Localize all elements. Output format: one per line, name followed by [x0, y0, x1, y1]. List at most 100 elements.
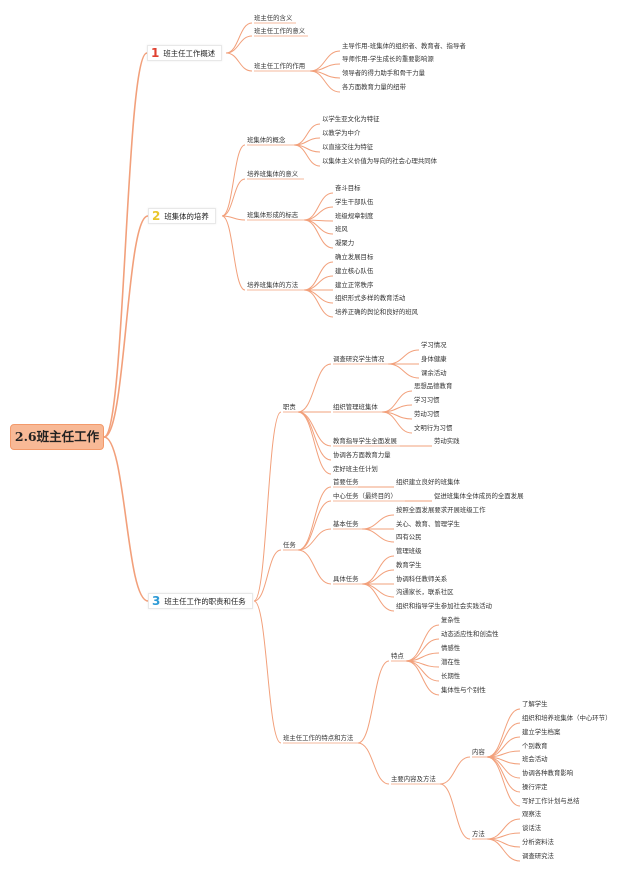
connector-line: [303, 289, 334, 318]
topic-node[interactable]: 长期性: [441, 672, 461, 680]
topic-node[interactable]: 四有公民: [396, 533, 422, 541]
topic-node[interactable]: 导师作用-学生成长的重要影响源: [342, 55, 434, 63]
topic-node[interactable]: 动态适应性和创造性: [441, 630, 499, 638]
topic-node[interactable]: 思想品德教育: [414, 382, 453, 390]
connector-line: [297, 411, 332, 447]
topic-node[interactable]: 调查研究学生情况: [333, 355, 385, 363]
topic-node[interactable]: 谈话法: [522, 824, 542, 832]
topic-node[interactable]: 建立核心队伍: [335, 267, 374, 275]
topic-node[interactable]: 建立正常秩序: [335, 281, 374, 289]
connector-line: [103, 436, 149, 602]
topic-node[interactable]: 学习情况: [421, 341, 447, 349]
topic-node[interactable]: 组织和培养班集体（中心环节）: [522, 714, 612, 722]
topic-node[interactable]: 文明行为习惯: [414, 424, 453, 432]
topic-node[interactable]: 组织和指导学生参加社会实践活动: [396, 602, 492, 610]
connector-line: [221, 215, 246, 221]
topic-node[interactable]: 课余活动: [421, 369, 447, 377]
connector-line: [405, 624, 440, 662]
topic-node[interactable]: 班主任工作的作用: [254, 62, 306, 70]
topic-node[interactable]: 建立学生档案: [522, 728, 561, 736]
topic-node[interactable]: 学习习惯: [414, 396, 440, 404]
connector-line: [103, 52, 148, 438]
topic-node[interactable]: 方法: [472, 830, 485, 838]
topic-node[interactable]: 潜在性: [441, 658, 461, 666]
connector-line: [293, 144, 321, 167]
topic-node[interactable]: 劳动实践: [434, 437, 460, 445]
topic-node[interactable]: 基本任务: [333, 520, 359, 528]
connector-line: [361, 555, 395, 585]
topic-node[interactable]: 关心、教育、管理学生: [396, 520, 460, 528]
topic-node[interactable]: 了解学生: [522, 700, 548, 708]
topic-node[interactable]: 主导作用-班集体的组织者、教育者、指导者: [342, 42, 466, 50]
topic-node[interactable]: 奋斗目标: [335, 184, 361, 192]
topic-node[interactable]: 培养正确的舆论和良好的班风: [335, 308, 419, 316]
connector-line: [303, 219, 334, 235]
topic-node[interactable]: 具体任务: [333, 575, 359, 583]
connector-line: [303, 219, 334, 249]
topic-node[interactable]: 各方面教育力量的纽带: [342, 83, 406, 91]
topic-node[interactable]: 班主任工作的特点和方法: [283, 734, 354, 742]
topic-node[interactable]: 管理班级: [396, 547, 422, 555]
topic-node[interactable]: 首要任务: [333, 478, 359, 486]
topic-node[interactable]: 班集体的概念: [247, 136, 286, 144]
connector-line: [357, 742, 390, 785]
topic-node[interactable]: 组织形式多样的教育活动: [335, 294, 406, 302]
topic-node[interactable]: 以学生亚文化为特征: [322, 115, 380, 123]
topic-node[interactable]: 班主任的含义: [254, 14, 293, 22]
connector-line: [297, 486, 332, 551]
topic-node[interactable]: 以教学为中介: [322, 129, 361, 137]
connector-line: [486, 708, 521, 758]
topic-node[interactable]: 教育指导学生全面发展: [333, 437, 397, 445]
connector-line: [303, 275, 334, 291]
topic-node[interactable]: 班主任工作的意义: [254, 27, 306, 35]
topic-node[interactable]: 促进班集体全体成员的全面发展: [434, 492, 524, 500]
topic-node[interactable]: 定好班主任计划: [333, 465, 378, 473]
topic-node[interactable]: 按照全面发展要求开展班级工作: [396, 506, 486, 514]
topic-node[interactable]: 以集体主义价值为导向的社会心理共同体: [322, 157, 438, 165]
topic-node[interactable]: 观察法: [522, 810, 542, 818]
topic-node[interactable]: 情感性: [441, 644, 461, 652]
topic-node[interactable]: 个别教育: [522, 742, 548, 750]
topic-node[interactable]: 协调各方面教育力量: [333, 451, 391, 459]
topic-node[interactable]: 职责: [283, 403, 296, 411]
topic-node[interactable]: 协调各种教育影响: [522, 769, 574, 777]
topic-node[interactable]: 复杂性: [441, 616, 461, 624]
topic-node[interactable]: 班级规章制度: [335, 212, 374, 220]
topic-node[interactable]: 班集体形成的标志: [247, 211, 299, 219]
topic-node[interactable]: 凝聚力: [335, 239, 355, 247]
topic-node[interactable]: 任务: [283, 541, 296, 549]
topic-node[interactable]: 操行评定: [522, 783, 548, 791]
topic-node[interactable]: 学生干部队伍: [335, 198, 374, 206]
topic-node[interactable]: 确立发展目标: [335, 253, 374, 261]
topic-node[interactable]: 培养班集体的方法: [247, 281, 299, 289]
topic-node[interactable]: 调查研究法: [522, 852, 554, 860]
branch-title: 班主任工作的职责和任务: [164, 597, 246, 606]
connector-line: [221, 178, 246, 217]
topic-node[interactable]: 特点: [391, 652, 404, 660]
topic-node[interactable]: 协调科任教师关系: [396, 575, 448, 583]
topic-node[interactable]: 沟通家长，联系社区: [396, 588, 454, 596]
topic-node[interactable]: 身体健康: [421, 355, 447, 363]
connector-line: [253, 549, 282, 602]
topic-node[interactable]: 班风: [335, 225, 348, 233]
connector-line: [486, 756, 521, 807]
topic-node[interactable]: 主要内容及方法: [391, 775, 436, 783]
topic-node[interactable]: 班会活动: [522, 755, 548, 763]
topic-node[interactable]: 教育学生: [396, 561, 422, 569]
topic-node[interactable]: 写好工作计划与总结: [522, 797, 580, 805]
topic-node[interactable]: 以直接交往为特征: [322, 143, 374, 151]
topic-node[interactable]: 集体性与个别性: [441, 686, 486, 694]
topic-node[interactable]: 组织管理班集体: [333, 403, 378, 411]
topic-node[interactable]: 领导者的得力助手和骨干力量: [342, 69, 426, 77]
topic-node[interactable]: 分析资料法: [522, 838, 554, 846]
topic-node[interactable]: 劳动习惯: [414, 410, 440, 418]
root-node[interactable]: 2.6班主任工作: [10, 424, 104, 450]
topic-node[interactable]: 组织建立良好的班集体: [396, 478, 460, 486]
topic-node[interactable]: 培养班集体的意义: [247, 170, 299, 178]
topic-node[interactable]: 中心任务（最终目的）: [333, 492, 397, 500]
topic-node[interactable]: 内容: [472, 748, 485, 756]
